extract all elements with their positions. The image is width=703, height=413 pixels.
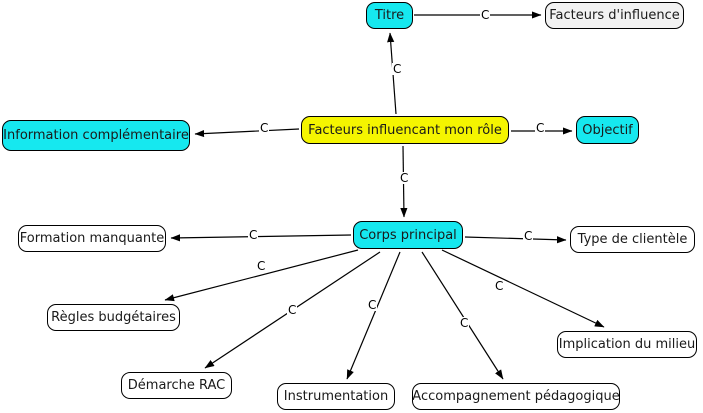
edge-label-corps-principal-to-type-de-clientele: C (523, 229, 534, 243)
node-facteurs-influencant-mon-role[interactable]: Facteurs influencant mon rôle (301, 116, 509, 144)
edge-label-corps-principal-to-demarche-rac: C (287, 303, 298, 317)
edge-label-corps-principal-to-accompagnement-pedagogique: C (459, 316, 470, 330)
node-instrumentation[interactable]: Instrumentation (277, 383, 395, 410)
edge-label-corps-principal-to-instrumentation: C (367, 298, 378, 312)
edge-corps-principal-to-type-de-clientele (464, 236, 567, 244)
node-demarche-rac[interactable]: Démarche RAC (121, 372, 232, 399)
node-regles-budgetaires[interactable]: Règles budgétaires (47, 304, 180, 331)
edge-label-corps-principal-to-regles-budgetaires: C (256, 259, 267, 273)
node-type-de-clientele[interactable]: Type de clientèle (570, 226, 695, 253)
node-implication-du-milieu[interactable]: Implication du milieu (557, 331, 697, 358)
edge-lines (164, 11, 605, 380)
node-corps-principal[interactable]: Corps principal (353, 221, 463, 249)
edge-label-corps-principal-to-implication-du-milieu: C (494, 279, 505, 293)
edge-label-corps-principal-to-formation-manquante: C (248, 228, 259, 242)
node-objectif[interactable]: Objectif (576, 116, 639, 144)
node-information-complementaire[interactable]: Information complémentaire (2, 120, 190, 151)
node-facteurs-influence[interactable]: Facteurs d'influence (545, 2, 684, 29)
edge-corps-principal-to-instrumentation (346, 251, 401, 380)
edge-label-titre-to-facteurs-influence: C (480, 8, 491, 22)
node-formation-manquante[interactable]: Formation manquante (18, 225, 166, 252)
edge-facteurs-influencant-mon-role-to-information-complementaire (194, 128, 300, 138)
edge-label-facteurs-influencant-mon-role-to-information-complementaire: C (259, 121, 270, 135)
node-titre[interactable]: Titre (366, 2, 413, 29)
edge-label-facteurs-influencant-mon-role-to-titre: C (392, 62, 403, 76)
edge-corps-principal-to-regles-budgetaires (164, 249, 359, 302)
edge-label-facteurs-influencant-mon-role-to-corps-principal: C (399, 171, 410, 185)
edge-label-facteurs-influencant-mon-role-to-objectif: C (535, 121, 546, 135)
node-accompagnement-pedagogique[interactable]: Accompagnement pédagogique (412, 383, 620, 410)
edge-corps-principal-to-formation-manquante (170, 234, 352, 242)
